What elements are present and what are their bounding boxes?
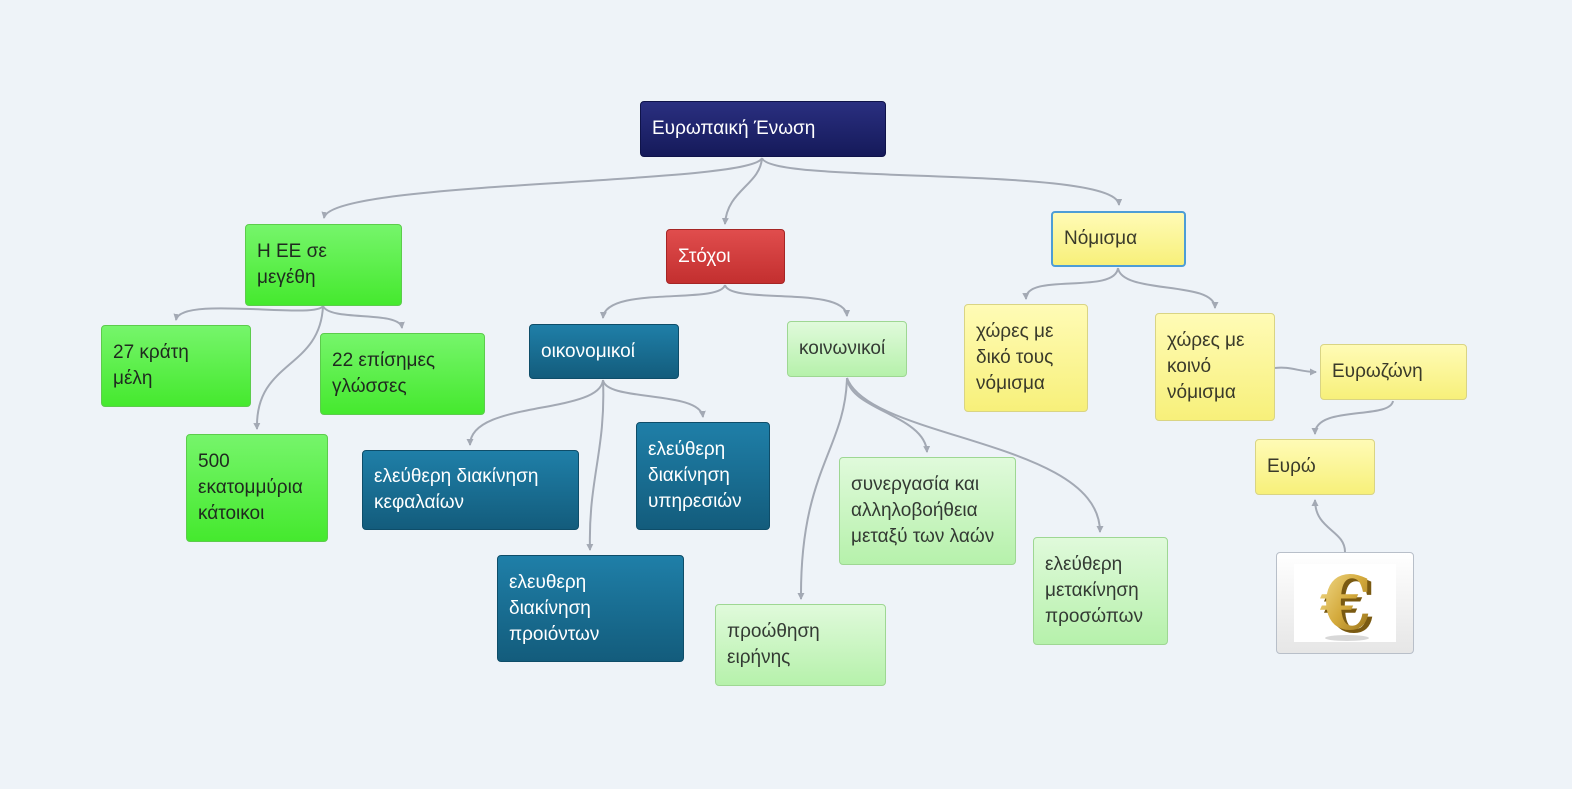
node-economic-label: οικονομικοί: [541, 340, 635, 362]
connector-currency-own: [1022, 267, 1119, 300]
connector-euro-image-euro: [1311, 499, 1346, 553]
node-eurozone[interactable]: Ευρωζώνη: [1320, 344, 1467, 400]
node-eurozone-label: Ευρωζώνη: [1332, 361, 1423, 382]
connector-eurozone-euro: [1311, 400, 1394, 435]
node-free-products[interactable]: ελευθερη διακίνηση προιόντων: [497, 555, 684, 662]
node-common-currency-label: χώρες με κοινό νόμισμα: [1167, 330, 1245, 403]
connector-economic-free-capital: [466, 379, 604, 446]
node-goals[interactable]: Στόχοι: [666, 229, 785, 284]
node-official-languages[interactable]: 22 επίσημες γλώσσες: [320, 333, 485, 415]
node-own-currency[interactable]: χώρες με δικό τους νόμισμα: [964, 304, 1088, 412]
node-currency-label: Νόμισμα: [1064, 228, 1138, 249]
node-free-capital-label: ελεύθερη διακίνηση κεφαλαίων: [374, 466, 539, 513]
node-social[interactable]: κοινωνικοί: [787, 321, 907, 377]
node-eu-sizes[interactable]: Η ΕΕ σε μεγέθη: [245, 224, 402, 306]
node-official-languages-label: 22 επίσημες γλώσσες: [332, 350, 436, 397]
node-eu-sizes-label: Η ΕΕ σε μεγέθη: [257, 241, 327, 288]
connector-root-currency: [761, 157, 1123, 206]
euro-sign-3d-icon: € €: [1319, 564, 1376, 642]
connector-economic-free-products: [586, 379, 605, 551]
svg-text:€: €: [1323, 564, 1376, 642]
node-inhabitants-label: 500 εκατομμύρια κάτοικοι: [198, 451, 303, 524]
node-euro[interactable]: Ευρώ: [1255, 439, 1375, 495]
euro-image-frame: € €: [1294, 564, 1396, 642]
connector-goals-social: [724, 284, 851, 317]
connector-eu-sizes-languages: [322, 305, 405, 329]
connector-currency-common: [1117, 267, 1219, 309]
connector-root-goals: [721, 157, 763, 225]
node-economic[interactable]: οικονομικοί: [529, 324, 679, 379]
node-free-movement-label: ελεύθερη μετακίνηση προσώπων: [1045, 554, 1143, 627]
connector-root-eu-sizes: [321, 157, 763, 219]
node-own-currency-label: χώρες με δικό τους νόμισμα: [976, 321, 1054, 394]
node-free-services-label: ελεύθερη διακίνηση υπηρεσιών: [648, 439, 742, 512]
svg-text:€: €: [1319, 564, 1372, 642]
node-free-services[interactable]: ελεύθερη διακίνηση υπηρεσιών: [636, 422, 770, 530]
connector-economic-free-services: [602, 379, 706, 418]
connector-group: [173, 157, 1394, 600]
node-inhabitants[interactable]: 500 εκατομμύρια κάτοικοι: [186, 434, 328, 542]
connector-common-eurozone: [1274, 366, 1317, 376]
node-euro-image[interactable]: € €: [1276, 552, 1414, 654]
connector-social-peace: [797, 377, 848, 600]
node-free-movement[interactable]: ελεύθερη μετακίνηση προσώπων: [1033, 537, 1168, 645]
connector-goals-economic: [599, 284, 726, 319]
node-goals-label: Στόχοι: [678, 245, 731, 267]
connector-eu-sizes-member-states: [173, 305, 324, 321]
node-cooperation-label: συνεργασία και αλληλοβοήθεια μεταξύ των …: [851, 474, 995, 547]
node-member-states[interactable]: 27 κράτη μέλη: [101, 325, 251, 407]
root-node-label: Ευρωπαική Ένωση: [652, 118, 816, 139]
connector-social-cooperation: [846, 377, 931, 453]
root-node-european-union[interactable]: Ευρωπαική Ένωση: [640, 101, 886, 157]
node-cooperation[interactable]: συνεργασία και αλληλοβοήθεια μεταξύ των …: [839, 457, 1016, 565]
node-free-capital[interactable]: ελεύθερη διακίνηση κεφαλαίων: [362, 450, 579, 530]
node-common-currency[interactable]: χώρες με κοινό νόμισμα: [1155, 313, 1275, 421]
connector-eu-sizes-inhabitants: [253, 305, 324, 430]
node-social-label: κοινωνικοί: [799, 338, 886, 359]
node-peace-label: προώθηση ειρήνης: [727, 621, 820, 668]
node-peace[interactable]: προώθηση ειρήνης: [715, 604, 886, 686]
node-currency[interactable]: Νόμισμα: [1051, 211, 1186, 267]
node-euro-label: Ευρώ: [1267, 456, 1316, 477]
node-free-products-label: ελευθερη διακίνηση προιόντων: [509, 571, 600, 645]
node-member-states-label: 27 κράτη μέλη: [113, 342, 189, 389]
connector-social-free-movement: [846, 377, 1104, 533]
